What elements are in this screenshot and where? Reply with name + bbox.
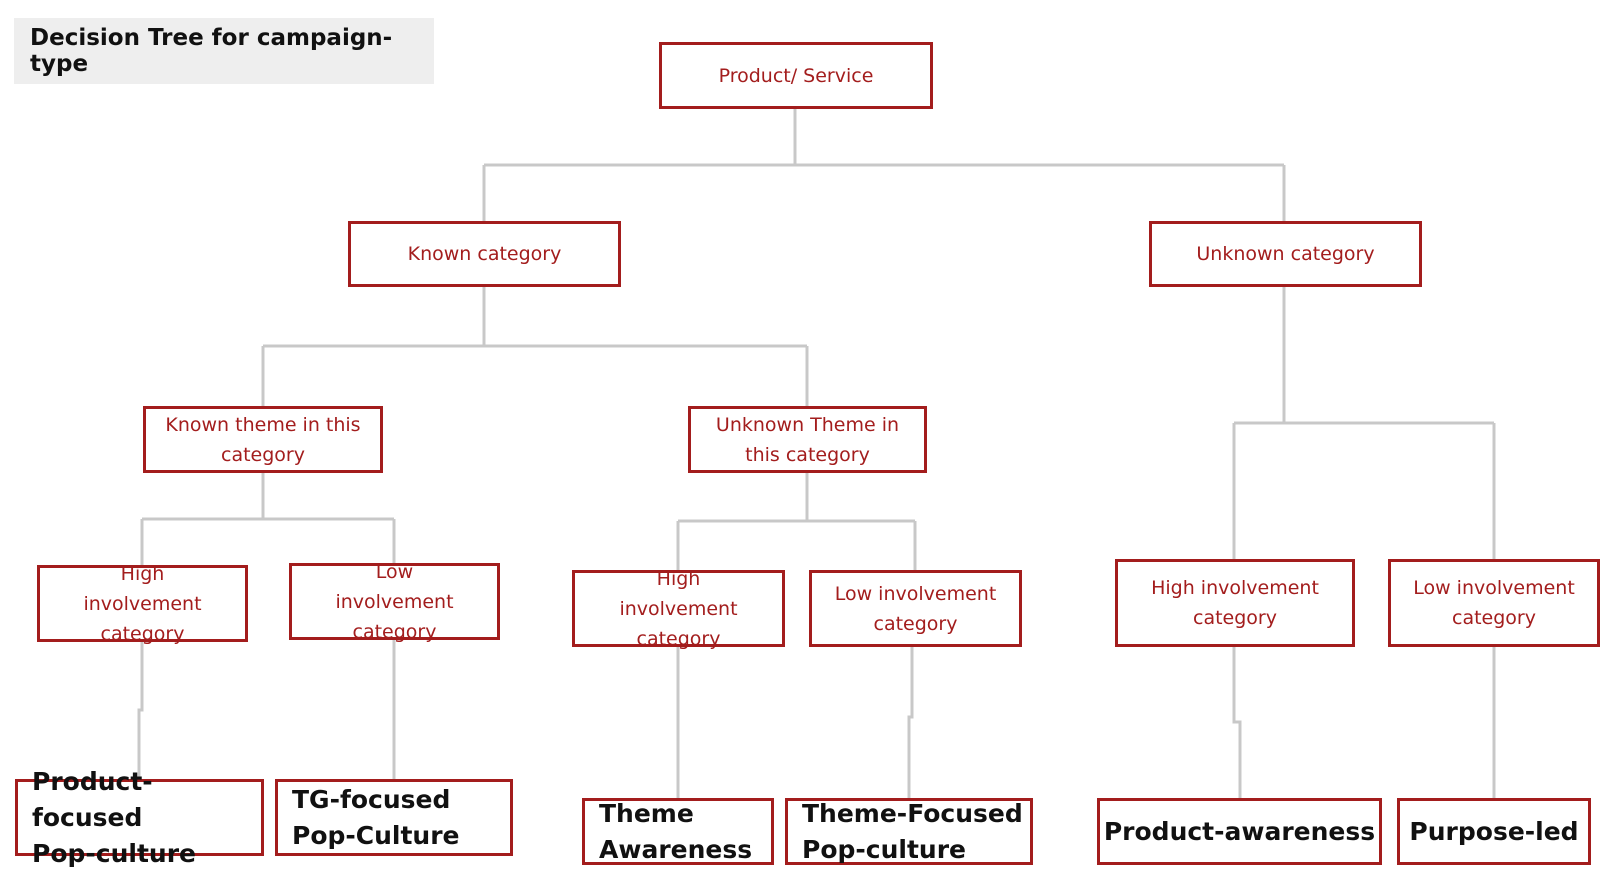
leaf-tg-focused-pop-culture: TG-focused Pop-Culture bbox=[275, 779, 513, 856]
connector-to-leaf-product-awareness bbox=[1232, 646, 1242, 798]
node-unknown-category: Unknown category bbox=[1149, 221, 1422, 287]
node-label: Unknown category bbox=[1196, 243, 1375, 265]
node-label: Product/ Service bbox=[718, 64, 874, 87]
connector-to-leaf-product-focused bbox=[137, 641, 144, 779]
node-label: Low involvement category bbox=[1413, 577, 1575, 629]
node-label: Low involvement category bbox=[335, 560, 454, 643]
node-uc-high-involvement: High involvement category bbox=[1115, 559, 1355, 647]
leaf-label: Theme-Focused Pop-culture bbox=[802, 798, 1023, 864]
node-product-service: Product/ Service bbox=[659, 42, 933, 109]
node-label: Low involvement category bbox=[834, 582, 997, 635]
leaf-theme-awareness: Theme Awareness bbox=[582, 798, 774, 865]
connector-to-leaf-theme-focused bbox=[907, 646, 914, 798]
node-unknown-theme: Unknown Theme in this category bbox=[688, 406, 927, 473]
node-label: Unknown Theme in this category bbox=[715, 413, 900, 466]
leaf-label: Product-focused Pop-culture bbox=[32, 766, 196, 868]
leaf-label: Theme Awareness bbox=[599, 798, 753, 864]
node-known-theme: Known theme in this category bbox=[143, 406, 383, 473]
node-kt-high-involvement: High involvement category bbox=[37, 563, 248, 645]
leaf-product-awareness: Product-awareness bbox=[1097, 798, 1382, 865]
node-known-category: Known category bbox=[348, 221, 621, 287]
node-label: Known theme in this category bbox=[165, 413, 361, 466]
leaf-product-focused-pop-culture: Product-focused Pop-culture bbox=[15, 767, 264, 868]
diagram-title: Decision Tree for campaign-type bbox=[14, 18, 434, 84]
leaf-theme-focused-pop-culture: Theme-Focused Pop-culture bbox=[785, 798, 1033, 865]
leaf-label: Purpose-led bbox=[1409, 816, 1579, 846]
leaf-label: TG-focused Pop-Culture bbox=[292, 784, 460, 850]
node-label: High involvement category bbox=[83, 562, 202, 645]
node-label: High involvement category bbox=[1151, 577, 1319, 629]
node-label: Known category bbox=[407, 243, 562, 265]
node-kt-low-involvement: Low involvement category bbox=[289, 561, 500, 643]
leaf-label: Product-awareness bbox=[1103, 816, 1376, 846]
leaf-purpose-led: Purpose-led bbox=[1397, 798, 1591, 865]
node-ut-high-involvement: High involvement category bbox=[572, 568, 785, 650]
node-label: High involvement category bbox=[619, 567, 738, 650]
node-uc-low-involvement: Low involvement category bbox=[1388, 559, 1600, 647]
node-ut-low-involvement: Low involvement category bbox=[809, 570, 1022, 647]
